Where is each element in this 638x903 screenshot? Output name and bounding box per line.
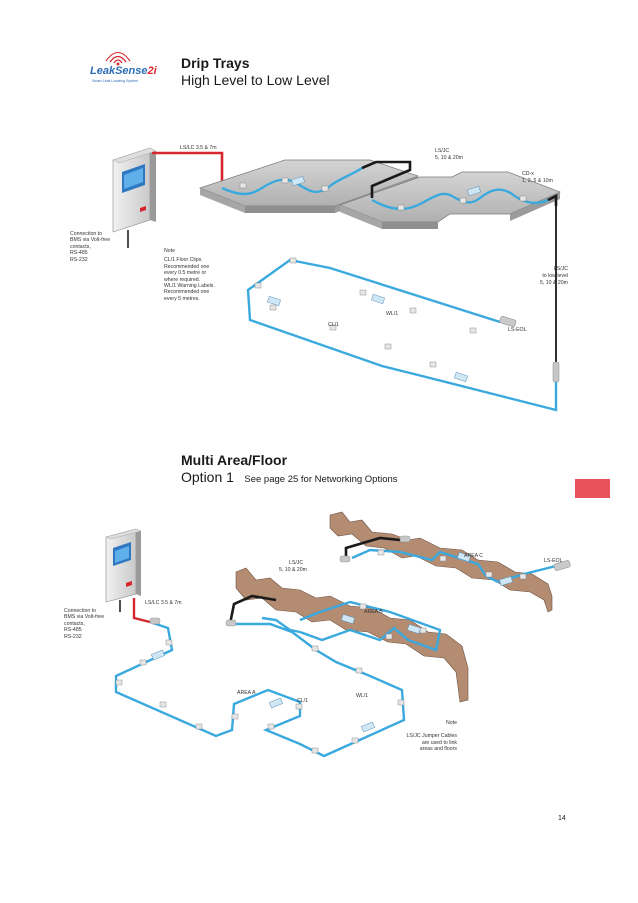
section2-option-sub: See page 25 for Networking Options [244, 474, 398, 485]
label-ls-jc-low: LS/JC [553, 266, 568, 272]
multi-area-diagram [105, 511, 571, 758]
connection-text-1: Connection to BMS via Volt-free contacts… [70, 231, 111, 263]
label-ls-eol-1: LS-EOL [508, 327, 527, 333]
label-area-c: AREA C [464, 553, 484, 559]
label-ls-jc-1: LS/JC [435, 148, 450, 154]
logo-tagline: Smart Leak Locating System [92, 79, 138, 83]
connection-text-2: Connection to BMS via Volt-free contacts… [64, 608, 105, 640]
label-cl1-2: CL/1 [297, 698, 308, 704]
label-cd-b: 1, 2, 5 & 10m [522, 178, 553, 184]
wall-front [235, 567, 469, 703]
label-ls-jc-1b: 5, 10 & 20m [435, 155, 463, 161]
control-panel-2 [105, 528, 142, 603]
label-wl1-1: WL/1 [386, 311, 399, 317]
label-cl1-1: CL/1 [328, 322, 339, 328]
section1-subtitle: High Level to Low Level [181, 72, 330, 88]
label-area-b: AREA B [364, 609, 383, 615]
drip-tray-diagram [112, 147, 561, 412]
wifi-waves-icon [105, 51, 131, 66]
label-ls-jc-2: LS/JC [289, 560, 304, 566]
logo-brand-suffix: 2i [147, 65, 157, 77]
page-number: 14 [558, 815, 566, 822]
label-ls-lc-1: LS/LC 3.5 & 7m [180, 145, 217, 151]
drip-tray-2 [339, 171, 561, 229]
label-cd: CD-x [522, 171, 534, 177]
logo-brand: LeakSense [90, 65, 148, 77]
label-ls-jc-2b: 5, 10 & 20m [279, 567, 307, 573]
label-ls-eol-2: LS-EOL [544, 558, 563, 564]
note-1: Note CL/1 Floor Clips. Recommended one e… [164, 248, 215, 302]
wall-back [329, 511, 553, 613]
label-area-a: AREA A [237, 690, 256, 696]
label-wl1-2: WL/1 [356, 693, 369, 699]
note-2: Note LS/JC Jumper Cables are used to lin… [406, 720, 457, 753]
label-ls-jc-low-b: to low level [542, 273, 568, 279]
section2-title: Multi Area/Floor [181, 452, 288, 468]
section-tab-marker [575, 479, 610, 498]
section1-title: Drip Trays [181, 55, 250, 71]
leaksense-logo: LeakSense2i Smart Leak Locating System [88, 42, 158, 92]
label-ls-lc-2: LS/LC 3.5 & 7m [145, 600, 182, 606]
control-panel-1 [112, 147, 157, 233]
label-ls-jc-low-c: 5, 10 & 20m [540, 280, 568, 286]
section2-option-label: Option 1 [181, 469, 234, 485]
section2-option: Option 1 See page 25 for Networking Opti… [181, 469, 398, 487]
